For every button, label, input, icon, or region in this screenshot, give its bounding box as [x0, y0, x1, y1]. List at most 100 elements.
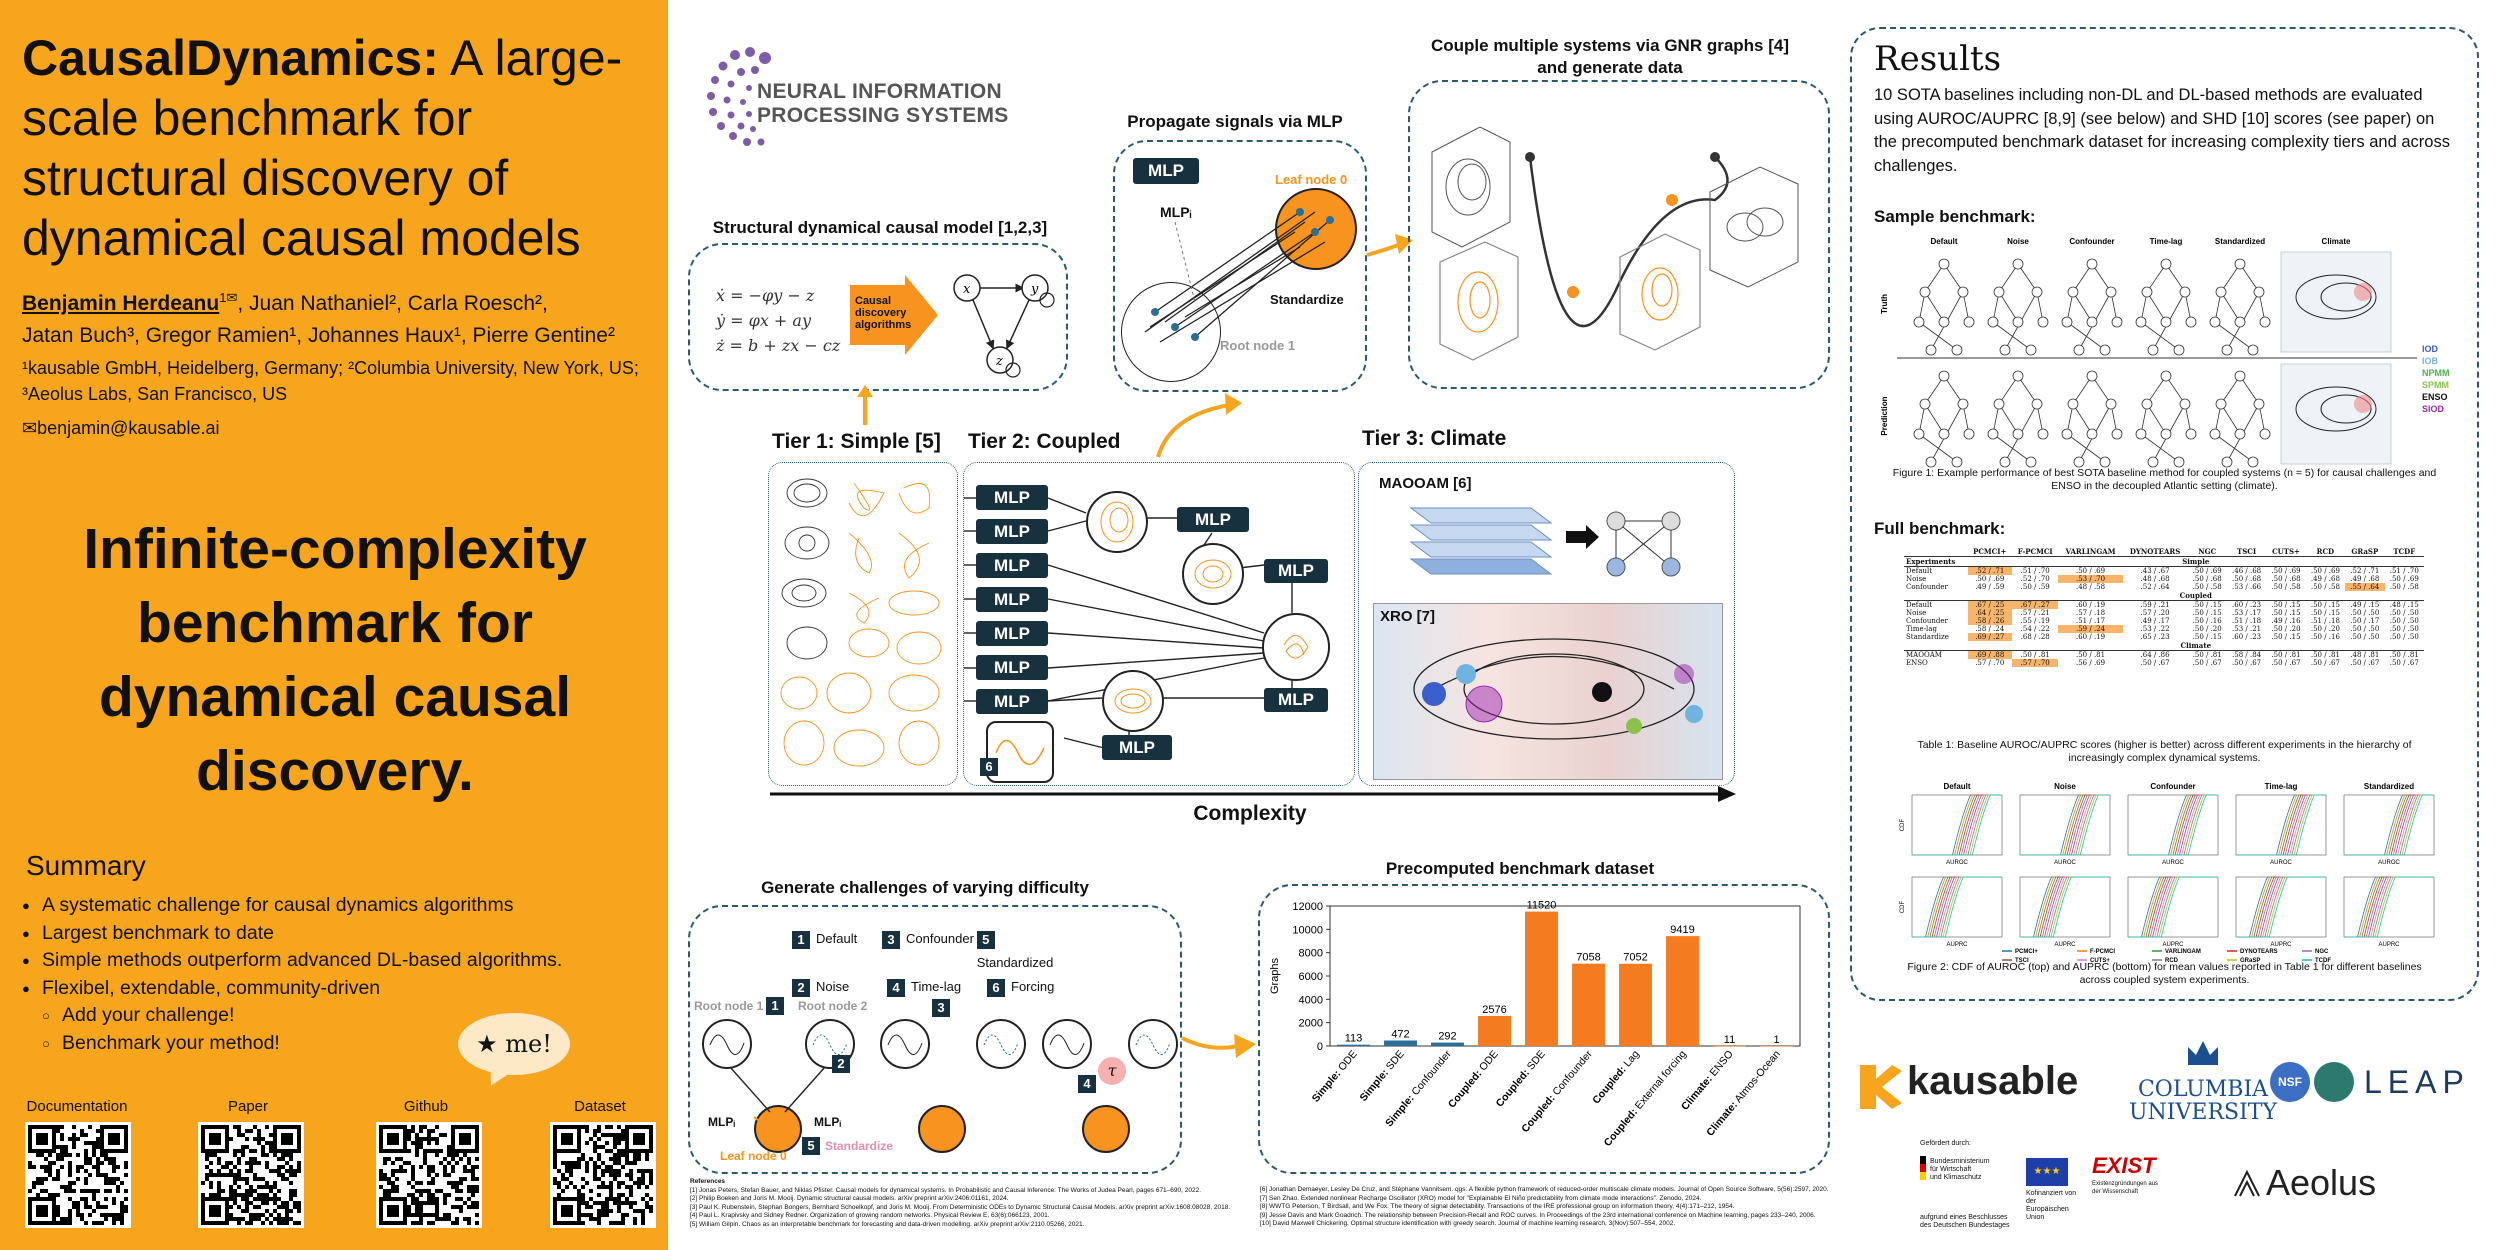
- qr-code-documentation[interactable]: [25, 1122, 131, 1228]
- leaf-node: [1082, 1105, 1130, 1153]
- coupled-attractors-graph: [1431, 126, 1799, 361]
- mlp-block: MLP: [976, 655, 1048, 680]
- bar: [1713, 1045, 1746, 1047]
- table-cell: Default: [1906, 601, 1933, 609]
- aeolus-wordmark: Aeolus: [2266, 1162, 2377, 1203]
- equation-3: ż = b + zx − cz: [716, 336, 841, 355]
- exist-subtitle: Existenzgründungen aus der Wissenschaft: [2092, 1181, 2159, 1195]
- qr-code-dataset[interactable]: [550, 1122, 656, 1228]
- x-tick-label: Coupled: Lag: [1590, 1048, 1642, 1106]
- bubble-text: ★ me!: [476, 1030, 552, 1058]
- cdf-col-label: Confounder: [2150, 782, 2195, 791]
- bundestag-line: aufgrund eines Beschlusses: [1920, 1214, 2008, 1221]
- reference: [2] Philip Boeken and Joris M. Mooij. Dy…: [690, 1195, 1009, 1202]
- bundestag-line: des Deutschen Bundestages: [1920, 1222, 2010, 1229]
- table-cell: .50 / .20: [2192, 625, 2222, 633]
- table-row: Time-lag.58 / .24.54 / .22.59 / .24.53 /…: [1904, 625, 2424, 633]
- bar-value-label: 11: [1724, 1034, 1735, 1046]
- mlp-block: MLP: [1264, 559, 1328, 583]
- table-cell: .50 / .15: [2271, 609, 2301, 617]
- qr-label-dataset: Dataset: [574, 1098, 626, 1115]
- tier3-panel: MAOOAM [6] XRO [7]: [1358, 462, 1735, 786]
- reference: [1] Jonas Peters, Stefan Bauer, and Nikl…: [690, 1186, 1202, 1194]
- table-cell: .52 / .70: [2020, 575, 2050, 583]
- table-cell: .60 / .19: [2076, 633, 2106, 641]
- table-cell: .53 / .70: [2058, 575, 2123, 583]
- table-row: Confounder.58 / .26.55 / .19.51 / .17.49…: [1904, 617, 2424, 625]
- table-cell: .50 / .16: [2310, 633, 2340, 641]
- couple-title: Couple multiple systems via GNR graphs […: [1430, 36, 1790, 77]
- table-header: TCDF: [2384, 547, 2424, 557]
- mlp-block: MLP: [1133, 158, 1199, 184]
- coupled-system-node: [1262, 613, 1330, 681]
- legend-num: 2: [792, 978, 810, 997]
- leaf-node-0: [754, 1105, 802, 1153]
- cdf-y-label: CDF: [1900, 901, 1906, 914]
- table-header: DYNOTEARS: [2122, 547, 2188, 557]
- leaf-node: [918, 1105, 966, 1153]
- table-cell: .48 / .68: [2140, 575, 2170, 583]
- columbia-logo: COLUMBIA UNIVERSITY: [2128, 1035, 2278, 1135]
- precomputed-title: Precomputed benchmark dataset: [1385, 859, 1655, 878]
- cdf-col-label: Time-lag: [2265, 782, 2298, 791]
- table-cell: .50 / .67: [2271, 659, 2301, 667]
- table-cell: .50 / .81: [2076, 651, 2106, 659]
- table-row: Default.67 / .25.67 / .27.60 / .19.59 / …: [1904, 600, 2424, 609]
- reference: [10] David Maxwell Chickering. Optimal s…: [1260, 1220, 1676, 1227]
- table-row: Noise.50 / .69.52 / .70.53 / .70.48 / .6…: [1904, 575, 2424, 583]
- table-cell: .57 / .20: [2140, 609, 2170, 617]
- table-cell: .57 / .70: [2011, 659, 2059, 667]
- x-tick-label: Simple: SDE: [1357, 1048, 1406, 1104]
- bar-value-label: 7052: [1623, 952, 1647, 964]
- legend-num: 6: [987, 978, 1005, 997]
- title-bold: CausalDynamics:: [22, 30, 439, 86]
- standardize-label: Standardize: [1270, 292, 1344, 307]
- tier3-label: Tier 3: Climate: [1362, 427, 1507, 450]
- root-node-circle: [1042, 1019, 1092, 1069]
- table-cell: .50 / .15: [2192, 601, 2222, 609]
- aeolus-logo: Aeolus: [2232, 1162, 2432, 1212]
- poster-title: CausalDynamics: A large-scale benchmark …: [22, 28, 652, 268]
- table-row: Confounder.49 / .59.50 / .59.48 / .58.52…: [1904, 583, 2424, 591]
- tier1-label: Tier 1: Simple [5]: [772, 430, 941, 453]
- table-cell: Default: [1906, 567, 1933, 575]
- neurips-line2: PROCESSING SYSTEMS: [757, 104, 1009, 127]
- legend-num: 1: [792, 930, 810, 949]
- table1-caption: Table 1: Baseline AUROC/AUPRC scores (hi…: [1917, 739, 2412, 764]
- qr-pattern-icon: [553, 1125, 653, 1225]
- eu-flag-icon: ★★★: [2026, 1158, 2068, 1186]
- qr-pattern-icon: [28, 1125, 128, 1225]
- confounder-marker: 3: [932, 999, 950, 1017]
- table-header: NGC: [2187, 547, 2227, 557]
- table-cell: Confounder: [1906, 583, 1948, 591]
- sample-col-label: Default: [1930, 237, 1957, 246]
- table-cell: .50 / .69: [2310, 567, 2340, 575]
- neurips-mark-icon: [707, 47, 771, 146]
- mlp-block: MLP: [1264, 688, 1328, 712]
- cdf-x-label: AUROC: [2162, 860, 2184, 866]
- qr-code-paper[interactable]: [198, 1122, 304, 1228]
- sample-row-label: Truth: [1880, 294, 1889, 314]
- table-cell: .50 / .69: [2192, 567, 2222, 575]
- figure1-caption: Figure 1: Example performance of best SO…: [1892, 467, 2437, 492]
- bar-value-label: 472: [1391, 1028, 1409, 1040]
- qr-pattern-icon: [201, 1125, 301, 1225]
- left-column: CausalDynamics: A large-scale benchmark …: [0, 0, 668, 1250]
- plot-frame: [1329, 905, 1801, 1047]
- root-node-1: [1121, 282, 1221, 382]
- qr-code-github[interactable]: [376, 1122, 482, 1228]
- mlp-block: MLP: [976, 689, 1048, 714]
- root-node-circle: [976, 1019, 1026, 1069]
- bar: [1337, 1044, 1370, 1046]
- cdf-legend-item: RCD: [2165, 958, 2179, 964]
- table-cell: .58 / .84: [2232, 651, 2262, 659]
- bar-value-label: 292: [1438, 1031, 1456, 1043]
- y-tick-label: 0: [1317, 1041, 1323, 1053]
- table-cell: .60 / .23: [2232, 633, 2262, 641]
- bmwk-line: Bundesministerium: [1930, 1158, 1990, 1165]
- table-cell: .50 / .67: [2232, 659, 2262, 667]
- mlp-block: MLP: [976, 485, 1048, 510]
- first-author-sup: 1✉: [219, 290, 238, 305]
- leap-wordmark: LEAP: [2364, 1064, 2470, 1100]
